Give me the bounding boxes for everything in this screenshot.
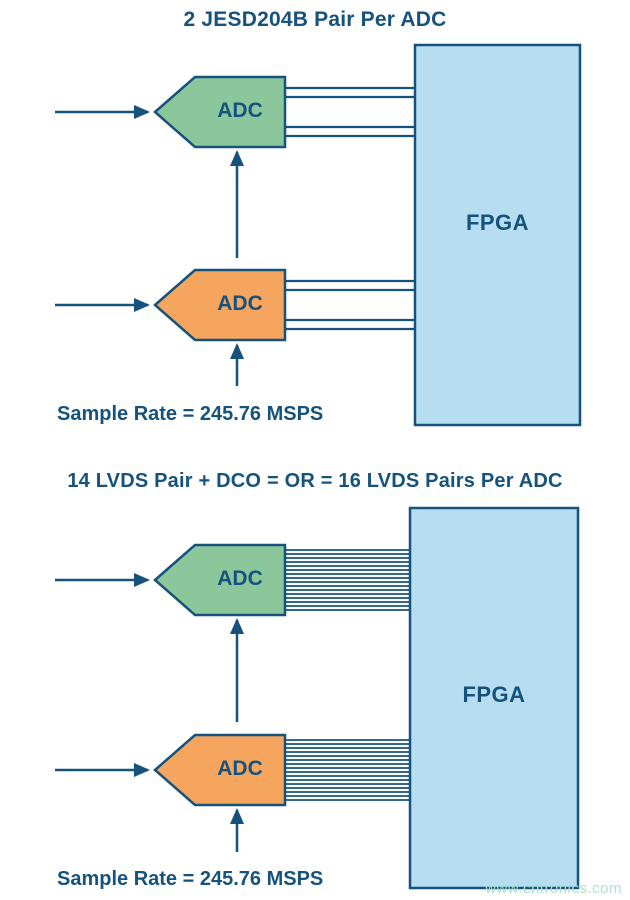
panel2-drawing xyxy=(55,506,580,890)
adc-top-label: ADC xyxy=(217,567,263,590)
fpga-block xyxy=(413,43,582,427)
watermark: www.cntronics.com xyxy=(485,880,622,897)
fpga-block xyxy=(408,506,580,890)
panel-jesd204b: 2 JESD204B Pair Per ADC ADC ADC FPGA Sam… xyxy=(55,8,582,427)
adc-top-label: ADC xyxy=(217,99,263,122)
adc-bottom-block xyxy=(153,268,287,342)
jesd-pair-wires-top-adc xyxy=(285,86,415,138)
fpga-label: FPGA xyxy=(465,210,530,235)
panel1-drawing xyxy=(55,43,582,427)
adc-bottom-block xyxy=(153,733,287,807)
adc-bottom-label: ADC xyxy=(217,292,263,315)
lvds-wire-bundle-top-adc xyxy=(285,549,410,611)
adc-top-block xyxy=(153,75,287,149)
sample-rate-text: Sample Rate = 245.76 MSPS xyxy=(57,403,324,425)
fpga-label: FPGA xyxy=(462,682,526,707)
lvds-wire-bundle-bottom-adc xyxy=(285,739,410,801)
panel-lvds: 14 LVDS Pair + DCO = OR = 16 LVDS Pairs … xyxy=(0,450,630,900)
adc-top-block xyxy=(153,543,287,617)
panel1-title: 2 JESD204B Pair Per ADC xyxy=(183,8,447,31)
jesd-pair-wires-bottom-adc xyxy=(285,279,415,331)
panel2-title: 14 LVDS Pair + DCO = OR = 16 LVDS Pairs … xyxy=(67,470,563,492)
adc-bottom-label: ADC xyxy=(217,757,263,780)
sample-rate-text: Sample Rate = 245.76 MSPS xyxy=(57,868,324,890)
